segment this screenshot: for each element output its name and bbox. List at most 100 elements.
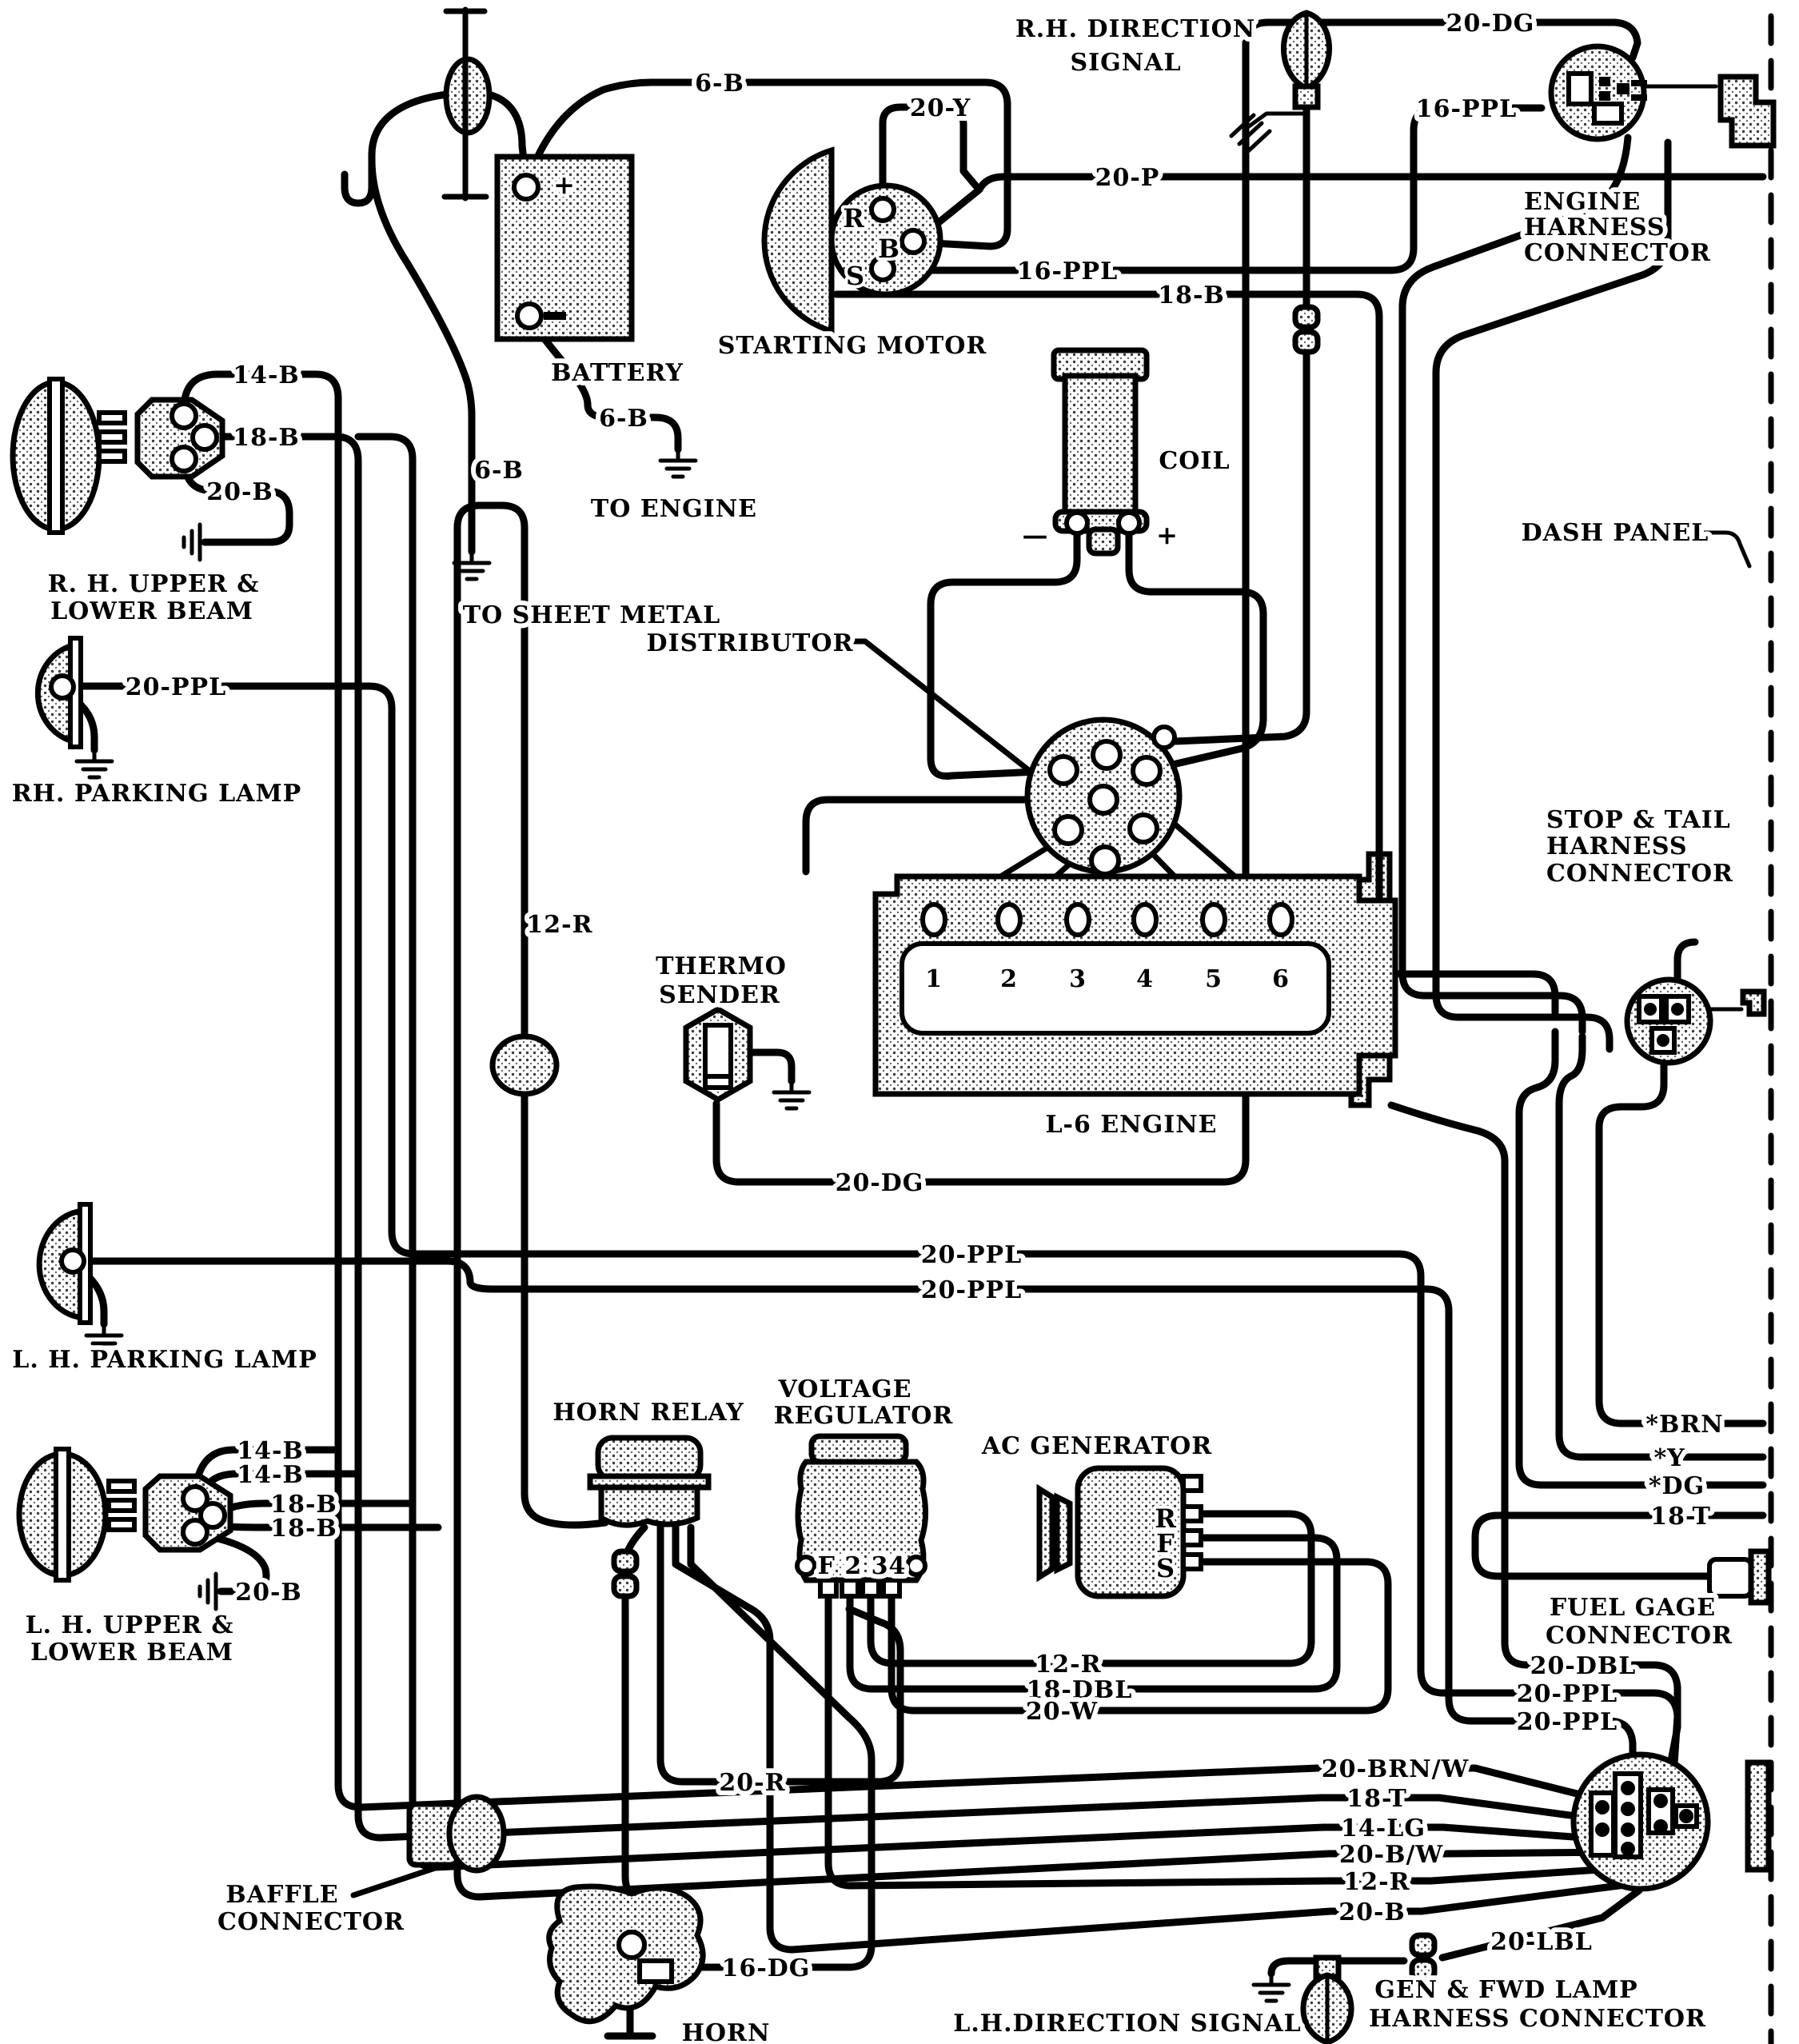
caption-l6-engine: L-6 ENGINE [1045,1111,1217,1139]
wire-label-brn: *BRN [1645,1411,1723,1439]
coil-plus-terminal [1116,510,1142,536]
caption-engine-harness-1: ENGINE [1524,188,1641,216]
wire-label-18b-lh2: 18-B [270,1515,337,1543]
wire-20y [879,103,980,214]
ground-rh-parking-icon [77,749,112,777]
wire-label-20ppl-rh: 20-PPL [126,673,226,701]
rh-direction-ground-icon [1229,111,1309,154]
caption-engine-harness-2: HARNESS [1524,214,1665,242]
caption-rh-beam-1: R. H. UPPER & [48,570,260,598]
wire-label-16ppl-a: 16-PPL [1017,257,1118,285]
wire-label-18t: 18-T [1346,1785,1407,1813]
wire-20ppl-rh-run [73,682,1681,1768]
wire-16dg-horn [672,1523,876,1971]
wire-labels: 6-B 20-Y 20-P 16-PPL 18-B 6-B 6-B 20-DG … [121,5,1728,1987]
generator-f-label: F [1156,1528,1175,1559]
fuel-gage-connector-icon [1707,1557,1753,1599]
cylinder-2: 2 [1000,965,1018,993]
wire-20p [913,173,1767,244]
inline-connector-icon [614,1551,636,1596]
cylinder-1: 1 [925,965,943,993]
wire-16ppl [880,104,1546,274]
cylinder-4: 4 [1136,965,1154,993]
caption-battery: BATTERY [551,359,684,387]
wire-20b-rh-ground [181,460,293,546]
wire-top-hook [341,90,451,207]
caption-ac-generator: AC GENERATOR [981,1432,1212,1460]
wires [68,18,1767,2040]
wire-grommet-to-battery [485,90,529,180]
caption-thermo-2: SENDER [659,981,780,1009]
wire-label-18b-a: 18-B [1158,281,1225,309]
coil-minus-label: — [1023,520,1049,550]
thermo-sender-element [703,1023,733,1079]
wire-12r-to-horn-relay [476,501,609,1529]
caption-regulator: REGULATOR [774,1402,954,1430]
wire-distributor-left-exit [802,796,1032,876]
wire-stoptail-stub [1673,938,1699,1000]
wire-label-6b-left: 6-B [474,457,524,485]
coil-minus-terminal [1064,510,1090,536]
wire-grommet-icon [489,1033,560,1097]
caption-lh-beam-2: LOWER BEAM [30,1639,233,1667]
caption-voltage: VOLTAGE [778,1375,912,1403]
cylinder-3: 3 [1069,965,1087,993]
wire-label-6b-top: 6-B [695,70,744,98]
fuel-gage-connector-cap [1748,1548,1772,1606]
coil-plus-label: + [1156,520,1179,550]
generator-r-label: R [1155,1503,1177,1534]
battery-minus-tab [544,312,566,320]
starter-r-label: R [843,203,865,234]
wire-label-12r-fan: 12-R [1343,1868,1410,1896]
caption-starting-motor: STARTING MOTOR [718,332,987,360]
wire-label-6b-mid: 6-B [599,405,648,433]
wire-18t-fan [354,457,1610,1842]
wire-label-14lg: 14-LG [1341,1814,1426,1842]
cylinder-6: 6 [1272,965,1290,993]
harness-pin-block-2 [1592,102,1624,126]
wire-harness-to-stoptail-2 [1398,134,1632,1036]
wire-thermo-ground [748,1048,796,1085]
grommet-rod-icon [441,6,489,202]
caption-baffle-1: BAFFLE [225,1881,338,1909]
components [10,6,1772,2044]
wire-label-dg: *DG [1649,1472,1705,1500]
baffle-grommet-icon [446,1794,507,1874]
wire-label-20b-rh: 20-B [206,478,273,506]
panel-strip-bottom-icon [1745,1759,1772,1873]
harness-pin-block-1 [1566,71,1594,106]
wire-brn [1595,1039,1767,1427]
wire-6b-battery-to-starter [524,78,1011,250]
wire-label-12r-left: 12-R [526,911,592,939]
wire-label-18t-right: 18-T [1650,1503,1711,1531]
wire-label-y: *Y [1653,1444,1685,1472]
wire-label-20w: 20-W [1026,1698,1099,1726]
wire-rh-direction-signal [1171,105,1310,745]
rh-headlamp-connector-icon [134,397,225,480]
wire-20b-fan [672,1523,1635,1954]
ground-thermo-icon [774,1080,809,1108]
wire-label-20b-fan: 20-B [1338,1898,1406,1926]
caption-lh-parking: L. H. PARKING LAMP [12,1346,317,1374]
distributor-side-port [1151,725,1177,750]
caption-fuel-gage-2: CONNECTOR [1546,1622,1733,1650]
caption-rh-beam-2: LOWER BEAM [50,597,253,625]
wire-18t-fuel-gage [1471,1511,1767,1580]
caption-stop-tail-2: HARNESS [1546,832,1688,860]
wire-20b-lh-ground [193,1530,270,1595]
wire-label-18b-rh: 18-B [233,424,300,452]
coil-nose-icon [1086,526,1121,557]
cylinder-5: 5 [1205,965,1223,993]
generator-pulley-icon [1036,1483,1073,1583]
wire-label-20ppl-long1: 20-PPL [921,1241,1022,1269]
starter-b-label: B [878,234,900,264]
caption-rh-direction-2: SIGNAL [1070,49,1181,77]
wire-label-20r: 20-R [719,1769,785,1797]
caption-fuel-gage-1: FUEL GAGE [1550,1594,1716,1622]
wire-label-20dg-top: 20-DG [1446,10,1535,38]
wire-18b-rh [202,433,362,465]
caption-lh-beam-1: L. H. UPPER & [26,1611,234,1639]
wire-label-14b-rh: 14-B [233,361,300,389]
wire-label-18b-lh1: 18-B [270,1491,337,1519]
